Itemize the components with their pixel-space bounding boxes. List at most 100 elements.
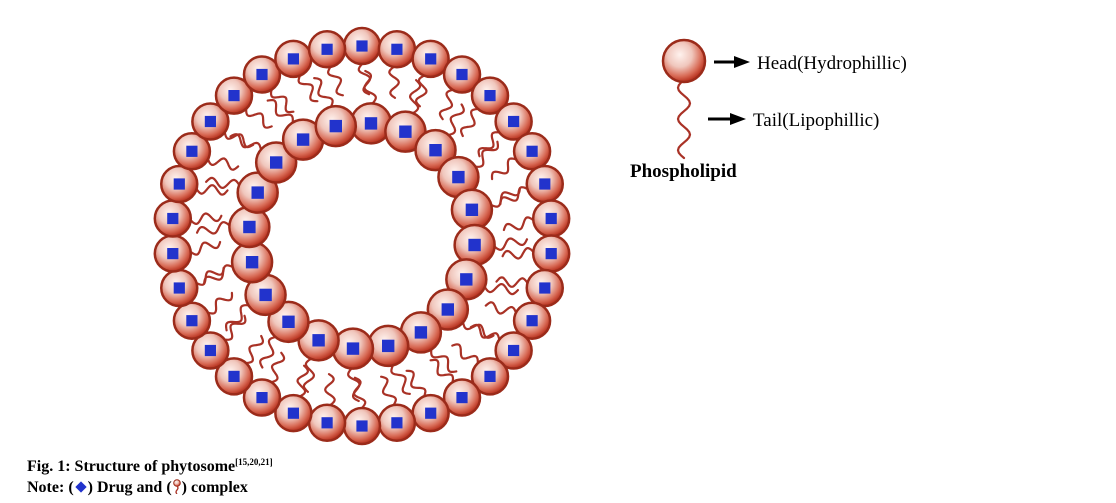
phospholipid-legend-icon (661, 38, 707, 160)
lipophilic-tail (363, 69, 377, 105)
lipophilic-tail (229, 133, 263, 151)
lipophilic-tail (483, 282, 519, 296)
inner-phospholipid (450, 188, 494, 232)
head-arrow-icon (714, 56, 750, 68)
inner-phospholipid (230, 240, 274, 284)
lipophilic-tail (501, 246, 535, 260)
outer-phospholipid (191, 331, 230, 370)
outer-phospholipid (512, 132, 552, 171)
phytosome-bilayer (153, 26, 571, 446)
outer-phospholipid (342, 406, 382, 446)
outer-phospholipid (494, 102, 533, 141)
phytosome-diagram: Head(Hydrophillic) Tail(Lipophillic) Pho… (153, 26, 907, 446)
lipophilic-tail (380, 375, 398, 407)
outer-phospholipid (377, 403, 417, 443)
lipophilic-tail (203, 264, 234, 285)
outer-phospholipid (153, 199, 193, 238)
inner-phospholipid (281, 118, 325, 161)
outer-phospholipid (525, 268, 564, 308)
lipophilic-tail (676, 78, 692, 160)
lipophilic-tail (429, 358, 455, 384)
inner-phospholipid (254, 141, 298, 184)
lipophilic-tail (414, 74, 428, 108)
drug-molecule (321, 417, 333, 429)
drug-molecule (484, 370, 496, 382)
lipophilic-tail (347, 367, 361, 403)
outer-phospholipid (214, 357, 254, 396)
lipophilic-tail (245, 334, 264, 365)
drug-molecule (399, 125, 412, 138)
inner-phospholipid (314, 104, 358, 148)
drug-molecule (468, 238, 481, 252)
caption-references: [15,20,21] (235, 457, 273, 467)
tail-label: Tail(Lipophillic) (753, 110, 879, 131)
drug-molecule (256, 68, 268, 81)
figure-caption: Fig. 1: Structure of phytosome[15,20,21]… (27, 452, 727, 498)
drug-molecule (173, 282, 185, 294)
drug-molecule (167, 212, 179, 225)
outer-phospholipid (160, 268, 199, 308)
lipophilic-tail (447, 103, 465, 137)
lipophilic-tail (206, 157, 240, 171)
lipophilic-tail (189, 240, 222, 256)
drug-molecule (245, 256, 259, 269)
drug-molecule (204, 115, 216, 128)
lipophilic-tail (223, 314, 247, 341)
drug-molecule (243, 220, 256, 234)
outer-phospholipid (531, 199, 571, 238)
drug-molecule (329, 119, 342, 133)
lipophilic-tail (493, 237, 529, 251)
outer-phospholipid (274, 393, 313, 433)
drug-molecule (465, 203, 479, 216)
drug-molecule (441, 303, 454, 316)
tail-arrow-icon (708, 113, 746, 125)
drug-molecule (356, 40, 368, 52)
lipophilic-tail (259, 335, 277, 369)
note-prefix: Note: ( (27, 479, 74, 496)
tails-layer (189, 62, 535, 410)
outer-phospholipid (307, 403, 347, 443)
drug-molecule (452, 170, 465, 184)
lipophilic-tail (195, 184, 229, 196)
drug-molecule (364, 117, 378, 130)
lipophilic-tail (296, 364, 310, 398)
lipophilic-tail (245, 107, 273, 129)
drug-molecule (391, 43, 403, 55)
lipophilic-tail (324, 373, 336, 407)
drug-molecule (296, 133, 310, 146)
outer-phospholipid (342, 26, 382, 66)
outer-phospholipid (470, 76, 510, 115)
drug-molecule (173, 178, 185, 190)
outer-phospholipid (214, 76, 254, 115)
lipophilic-tail (388, 65, 400, 99)
lipophilic-tail (297, 74, 319, 103)
drug-molecule (186, 315, 198, 327)
lipophilic-tail (205, 176, 241, 190)
drug-molecule (382, 339, 395, 353)
drug-molecule (356, 420, 368, 432)
outer-phospholipid (172, 132, 212, 171)
drug-icon (74, 481, 87, 493)
outer-phospholipid (470, 357, 510, 396)
drug-molecule (545, 212, 557, 225)
outer-phospholipid (172, 301, 212, 340)
outer-phospholipid (411, 393, 450, 433)
inner-phospholipid (414, 128, 457, 172)
outer-phospholipid (411, 39, 450, 79)
drug-molecule (251, 186, 264, 199)
drug-molecule (456, 68, 468, 81)
drug-molecule (539, 178, 551, 190)
outer-phospholipid (153, 234, 193, 273)
drug-molecule (346, 342, 360, 355)
lipophilic-tail (490, 157, 518, 181)
lipophilic-tail (189, 212, 223, 226)
drug-molecule (539, 282, 551, 294)
legend: Head(Hydrophillic) Tail(Lipophillic) Pho… (630, 38, 907, 182)
inner-phospholipid (267, 300, 310, 344)
drug-molecule (508, 344, 520, 357)
drug-molecule (167, 248, 179, 260)
drug-molecule (204, 344, 216, 357)
outer-phospholipid (525, 164, 564, 204)
phospholipid-label: Phospholipid (630, 161, 737, 182)
lipophilic-tail (495, 276, 529, 288)
